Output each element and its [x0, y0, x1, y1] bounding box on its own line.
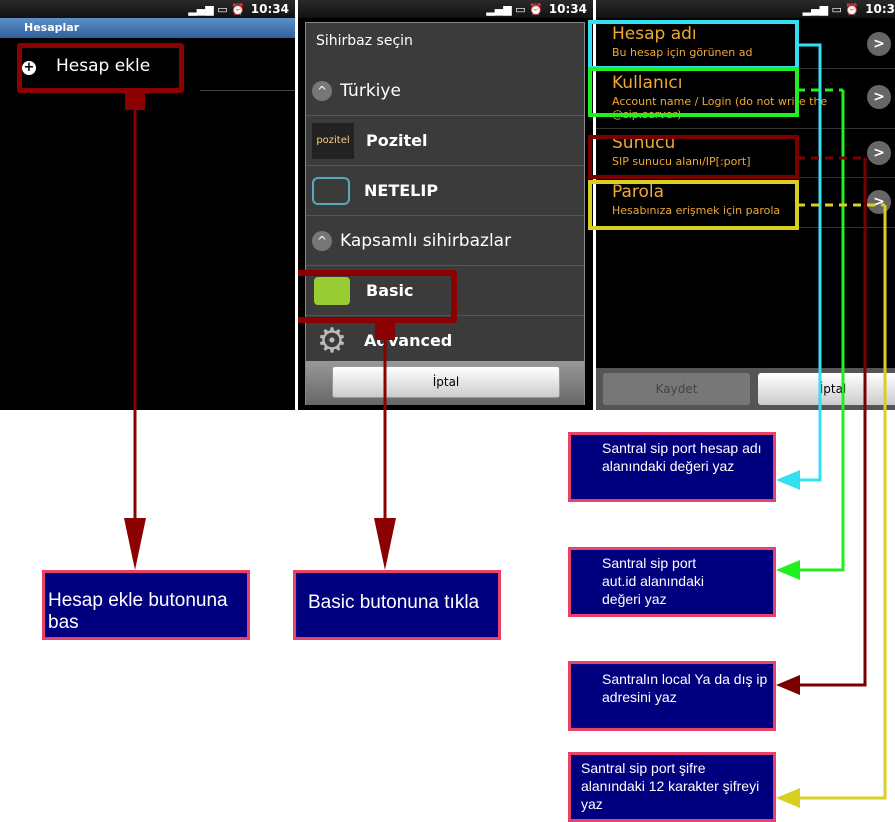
cancel-button[interactable]: İptal	[758, 373, 895, 405]
highlight-box	[298, 270, 457, 323]
highlight-password	[588, 180, 799, 230]
arrow-basic	[374, 323, 396, 570]
highlight-username	[588, 67, 799, 117]
connector-password	[790, 205, 887, 800]
note-server: Santralın local Ya da dış ip adresini ya…	[568, 661, 776, 731]
save-button[interactable]: Kaydet	[603, 373, 750, 405]
signal-battery-alarm-icons: ▂▄▆ ▭ ⏰	[486, 3, 543, 16]
chevron-right-icon[interactable]: >	[867, 190, 891, 214]
status-bar: ▂▄▆ ▭ ⏰10:34	[298, 0, 593, 18]
connector-account	[790, 43, 822, 482]
note-account-name: Santral sip port hesap adı alanındaki de…	[568, 432, 776, 502]
note-username: Santral sip port aut.id alanındaki değer…	[568, 547, 776, 617]
status-bar: ▂▄▆ ▭ ⏰10:34	[0, 0, 295, 18]
gear-icon: ⚙	[316, 321, 348, 361]
arrow-add-account	[124, 93, 146, 570]
signal-battery-alarm-icons: ▂▄▆ ▭ ⏰	[802, 3, 860, 16]
dialog-title: Sihirbaz seçin	[316, 33, 413, 49]
cancel-button[interactable]: İptal	[332, 366, 560, 398]
wizard-screen: ▂▄▆ ▭ ⏰10:34 Sihirbaz seçin ^Türkiye poz…	[298, 0, 593, 410]
group-kapsamli[interactable]: ^Kapsamlı sihirbazlar	[306, 216, 584, 266]
wizard-basic[interactable]: Basic	[306, 266, 584, 316]
note-basic: Basic butonuna tıkla	[293, 570, 501, 640]
note-add-account: Hesap ekle butonuna bas	[42, 570, 250, 640]
speech-bubble-icon	[312, 177, 350, 205]
wizard-netelip[interactable]: NETELIP	[306, 166, 584, 216]
title-bar: Hesaplar	[0, 18, 295, 38]
android-icon	[314, 277, 350, 305]
group-turkiye[interactable]: ^Türkiye	[306, 66, 584, 116]
highlight-server	[588, 135, 799, 179]
signal-battery-alarm-icons: ▂▄▆ ▭ ⏰	[188, 3, 245, 16]
screen-title: Hesaplar	[24, 21, 80, 34]
chevron-right-icon[interactable]: >	[867, 141, 891, 165]
connector-server	[790, 158, 867, 687]
plus-icon: +	[22, 60, 36, 75]
chevron-right-icon[interactable]: >	[867, 85, 891, 109]
collapse-icon: ^	[312, 231, 332, 251]
highlight-box	[17, 43, 184, 93]
connector-username	[790, 90, 845, 572]
note-password: Santral sip port şifre alanındaki 12 kar…	[568, 752, 776, 822]
status-bar: ▂▄▆ ▭ ⏰10:3	[596, 0, 895, 18]
collapse-icon: ^	[312, 81, 332, 101]
pozitel-logo-icon: pozitel	[312, 123, 354, 159]
add-account-button[interactable]: +Hesap ekle	[22, 56, 151, 76]
accounts-screen: ▂▄▆ ▭ ⏰10:34 Hesaplar +Hesap ekle	[0, 0, 295, 410]
chevron-right-icon[interactable]: >	[867, 32, 891, 56]
divider	[200, 90, 295, 91]
highlight-account-name	[588, 20, 799, 70]
